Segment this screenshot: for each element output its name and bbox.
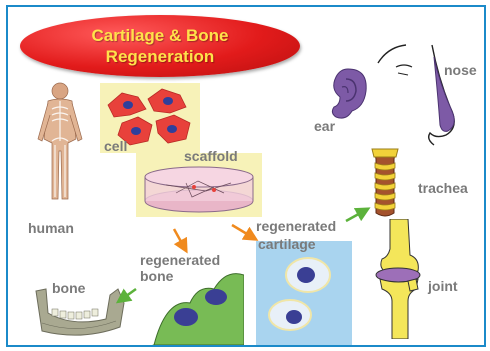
regenerated-bone-label-line-1: regenerated bbox=[140, 253, 220, 267]
trachea-label: trachea bbox=[418, 181, 468, 195]
nose-label: nose bbox=[444, 63, 477, 77]
diagram-stage: Cartilage & Bone Regeneration bbox=[8, 7, 484, 345]
arrow-to-organs bbox=[346, 211, 364, 221]
cell-label: cell bbox=[104, 139, 127, 153]
regenerated-bone-label-line-2: bone bbox=[140, 269, 173, 283]
arrow-to-regenerated-bone bbox=[174, 229, 184, 247]
regenerated-cartilage-label-line-1: regenerated bbox=[256, 219, 336, 233]
human-label: human bbox=[28, 221, 74, 235]
regenerated-cartilage-label-line-2: cartilage bbox=[258, 237, 316, 251]
arrow-to-regenerated-cartilage bbox=[232, 225, 252, 237]
ear-label: ear bbox=[314, 119, 335, 133]
joint-label: joint bbox=[428, 279, 458, 293]
arrow-to-bone bbox=[122, 289, 136, 299]
bone-label: bone bbox=[52, 281, 85, 295]
scaffold-label: scaffold bbox=[184, 149, 238, 163]
diagram-frame: Cartilage & Bone Regeneration bbox=[6, 5, 486, 347]
